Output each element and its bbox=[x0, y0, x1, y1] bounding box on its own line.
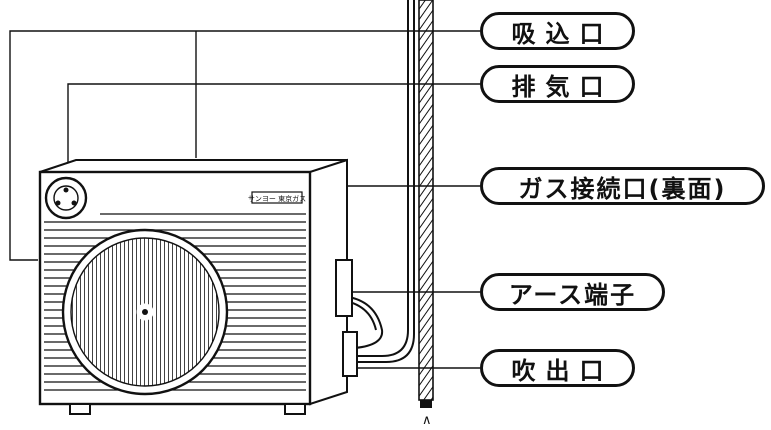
label-exhaust: 排気口 bbox=[480, 65, 635, 103]
unit-foot-right bbox=[284, 403, 306, 415]
service-valve bbox=[342, 331, 358, 377]
label-earth-terminal: アース端子 bbox=[480, 273, 665, 311]
label-gas-connection-text: ガス接続口(裏面) bbox=[518, 174, 727, 203]
earth-terminal-box bbox=[335, 259, 353, 317]
brand-plate-text: サンヨー 東京ガス bbox=[248, 194, 306, 203]
side-piping bbox=[339, 0, 415, 363]
leader-lines bbox=[9, 30, 480, 369]
leader-intake-left bbox=[9, 30, 480, 261]
label-gas-connection: ガス接続口(裏面) bbox=[480, 167, 765, 205]
label-outlet-text: 吹出口 bbox=[511, 356, 614, 385]
exhaust-port bbox=[44, 176, 88, 220]
outdoor-unit: サンヨー 東京ガス bbox=[38, 158, 358, 415]
label-outlet: 吹出口 bbox=[480, 349, 635, 387]
leader-exhaust bbox=[67, 83, 480, 178]
fan-grille bbox=[61, 228, 229, 396]
label-intake: 吸込口 bbox=[480, 12, 635, 50]
unit-top bbox=[39, 159, 348, 173]
label-intake-text: 吸込口 bbox=[511, 19, 614, 48]
pipe-end-mark: ∧ bbox=[422, 413, 432, 426]
vertical-pipe bbox=[418, 0, 434, 408]
label-earth-terminal-text: アース端子 bbox=[508, 280, 637, 309]
label-exhaust-text: 排気口 bbox=[511, 72, 614, 101]
unit-foot-left bbox=[69, 403, 91, 415]
brand-plate bbox=[251, 191, 303, 204]
